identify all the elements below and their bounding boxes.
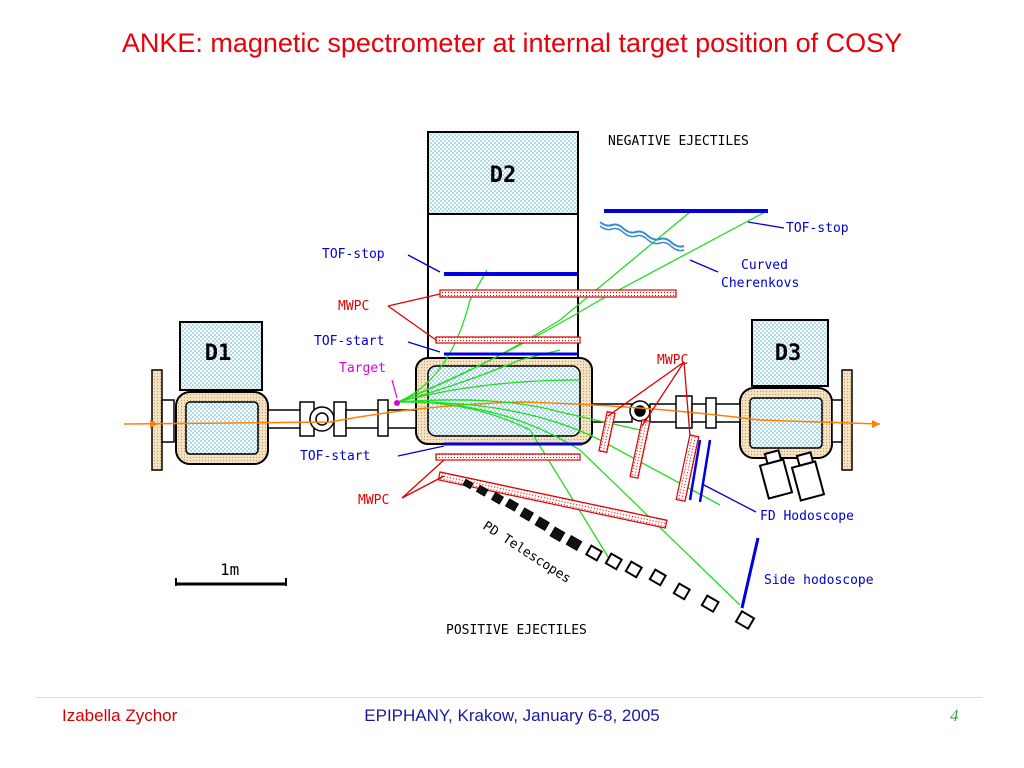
fd-hodoscope-label: FD Hodoscope	[760, 509, 854, 524]
d1-label: D1	[205, 341, 232, 366]
negative-ejectiles-label: NEGATIVE EJECTILES	[608, 134, 749, 149]
curved-cherenkovs-label-1: Curved	[741, 258, 788, 273]
d3-side-detectors	[758, 449, 826, 502]
d3-label: D3	[775, 341, 802, 366]
target-marker	[391, 379, 400, 406]
negative-side-detectors	[435, 209, 768, 356]
anke-spectrometer-diagram: D2 D1 D3	[123, 131, 881, 638]
mwpc-lower-label: MWPC	[358, 493, 389, 508]
mwpc-upper-label: MWPC	[338, 299, 369, 314]
leader-lines	[387, 221, 785, 513]
footer-page-number: 4	[950, 706, 959, 725]
mwpc-forward-label: MWPC	[657, 353, 688, 368]
d2-magnet: D2	[427, 131, 579, 360]
d2-chamber	[415, 357, 593, 445]
positive-side-detectors	[435, 410, 760, 609]
target-label: Target	[339, 361, 386, 376]
footer-divider	[35, 697, 982, 698]
tof-start-lower-label: TOF-start	[300, 449, 370, 464]
tof-stop-right-label: TOF-stop	[786, 221, 849, 236]
side-hodoscope-label: Side hodoscope	[764, 573, 874, 588]
curved-cherenkovs-label-2: Cherenkovs	[721, 276, 799, 291]
d1-magnet: D1	[151, 321, 269, 471]
beam-line	[123, 401, 881, 428]
footer-event: EPIPHANY, Krakow, January 6-8, 2005	[364, 706, 660, 725]
footer-author: Izabella Zychor	[62, 706, 178, 725]
d2-label: D2	[490, 163, 517, 188]
tof-stop-left-label: TOF-stop	[322, 247, 385, 262]
slide-title: ANKE: magnetic spectrometer at internal …	[121, 28, 903, 58]
pd-telescopes-label: PD Telescopes	[480, 519, 574, 587]
positive-ejectiles-label: POSITIVE EJECTILES	[446, 623, 587, 638]
pd-telescopes	[462, 478, 756, 631]
d3-magnet: D3	[739, 319, 853, 471]
scale-label: 1m	[220, 560, 239, 579]
scale-bar: 1m	[175, 560, 287, 586]
tof-start-upper-label: TOF-start	[314, 334, 384, 349]
